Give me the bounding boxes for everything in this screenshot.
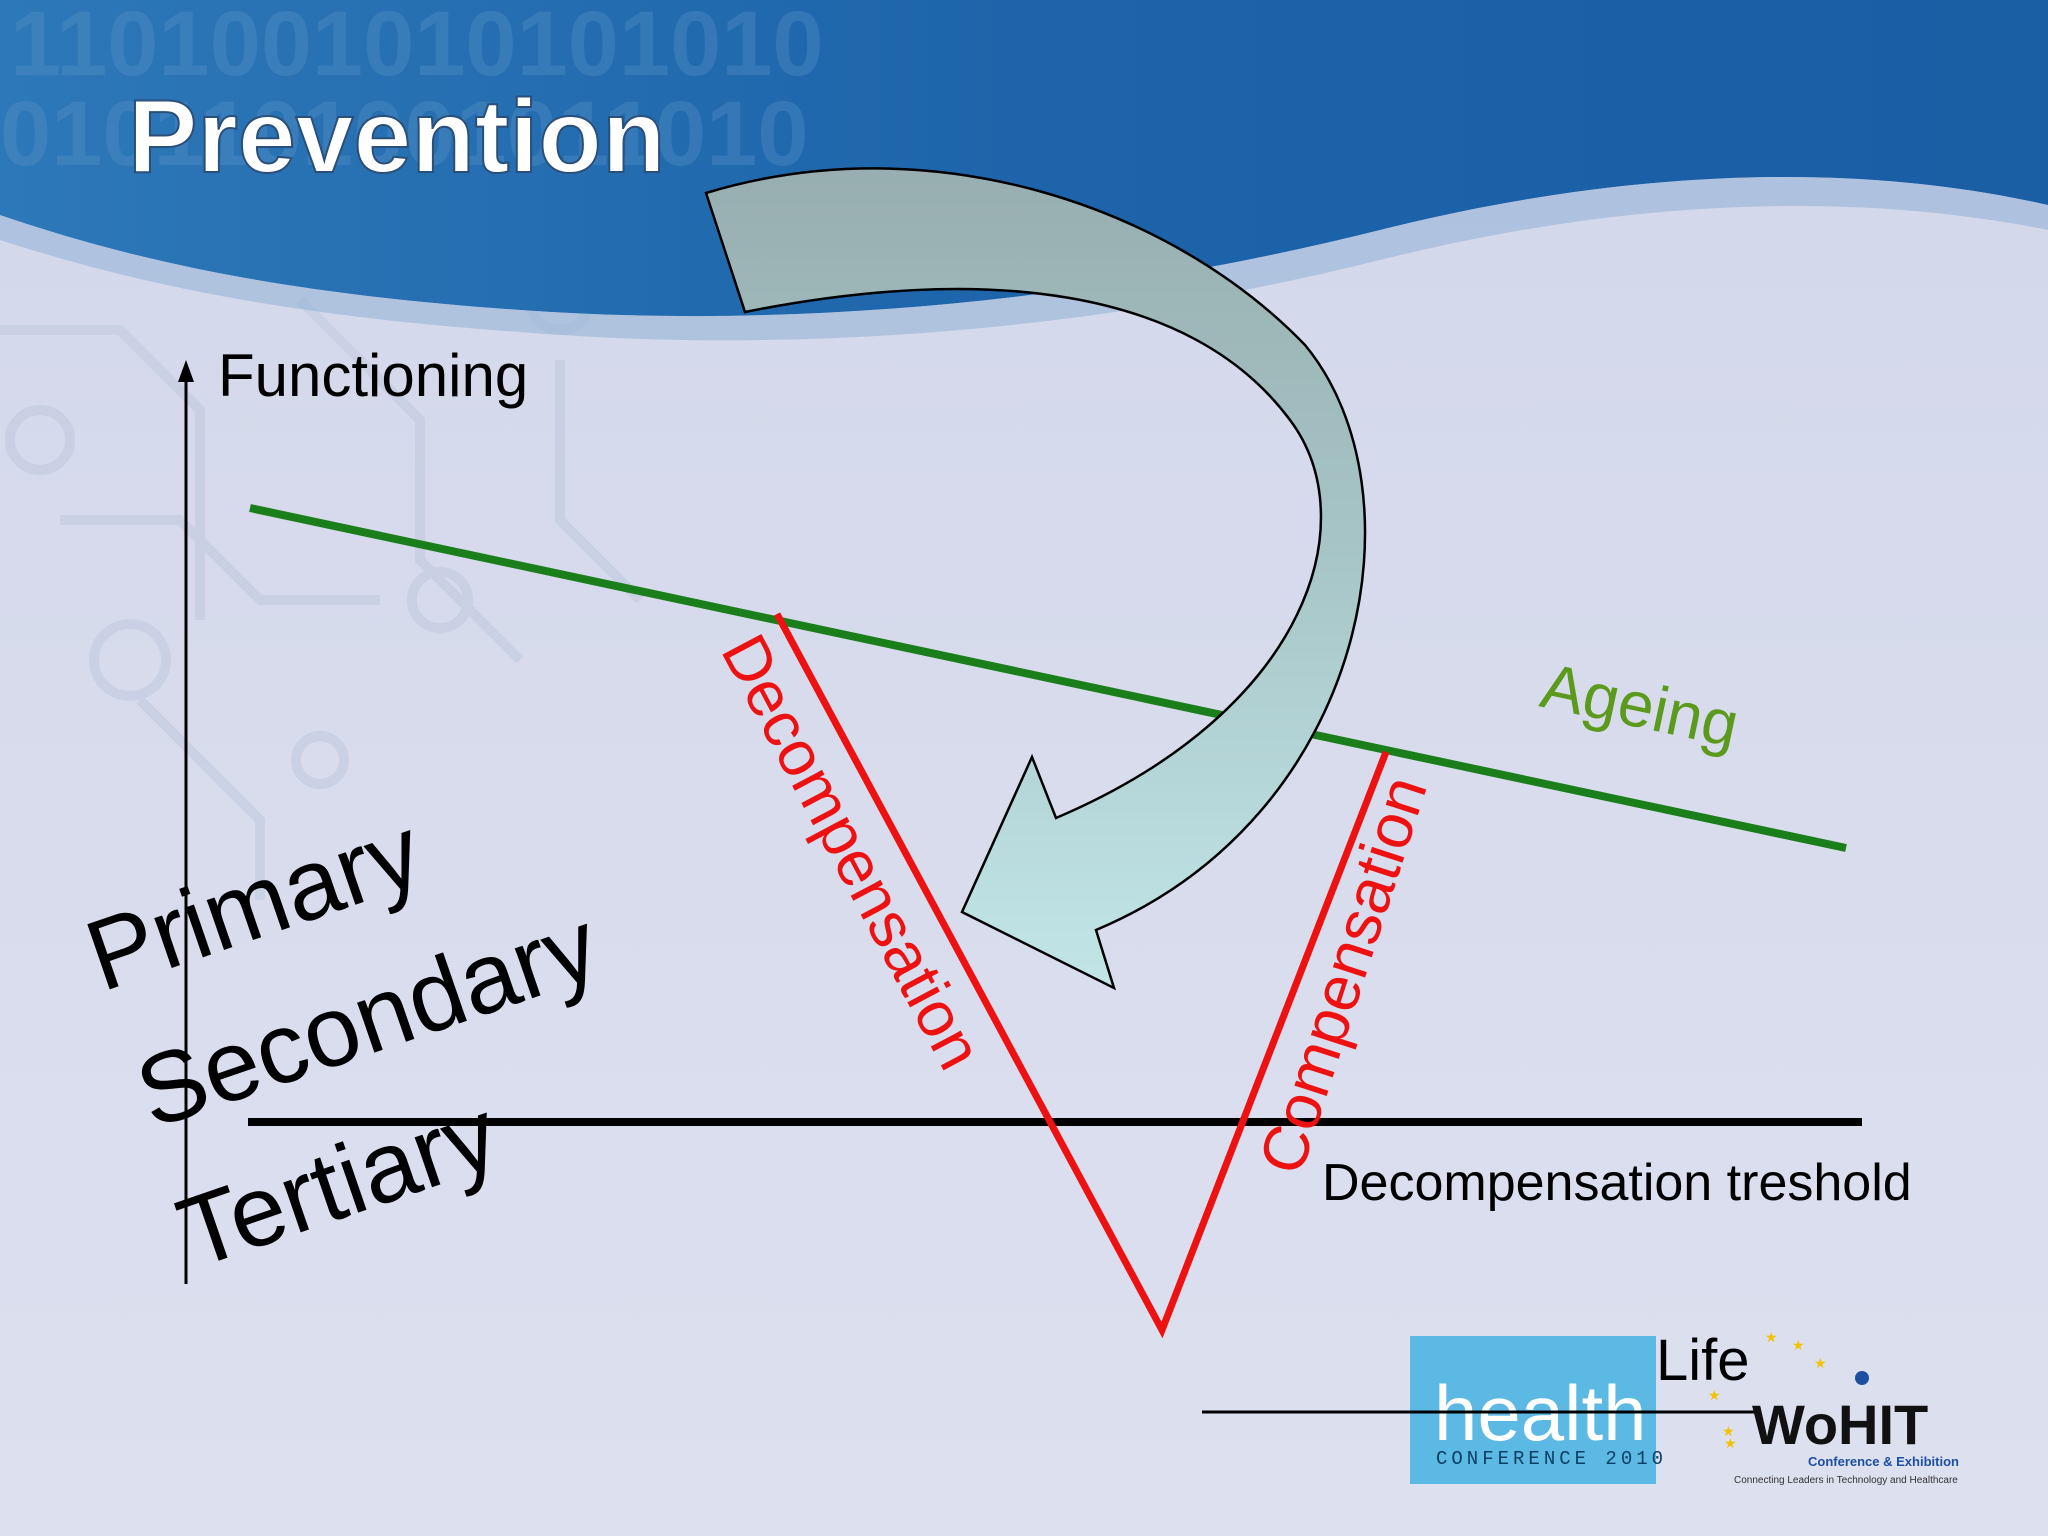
health-conference-text: CONFERENCE 2010: [1436, 1448, 1667, 1470]
svg-text:★: ★: [1792, 1338, 1805, 1354]
header-swoosh: [0, 177, 2048, 341]
header-band: [0, 0, 2048, 317]
svg-text:★: ★: [1722, 1424, 1735, 1440]
binary-decoration: 1101001010101010 0101101001011010: [0, 0, 824, 185]
wohit-logo-dot: [1855, 1371, 1869, 1385]
life-logo-text: Life: [1656, 1328, 1750, 1393]
svg-text:0101101001011010: 0101101001011010: [0, 83, 809, 185]
svg-text:★: ★: [1708, 1388, 1721, 1404]
wohit-tagline: Connecting Leaders in Technology and Hea…: [1734, 1475, 1958, 1486]
slide-title: Prevention: [128, 79, 665, 195]
svg-text:★: ★: [1765, 1330, 1778, 1346]
decompensation-compensation-curve: [773, 612, 1390, 1339]
health-conference-logo: [1410, 1336, 1656, 1484]
threshold-label: Decompensation treshold: [1322, 1154, 1912, 1212]
sponsor-logos: health CONFERENCE 2010 Life ★ ★ ★ ★ ★ ★ …: [1202, 1328, 1959, 1486]
svg-text:★: ★: [1724, 1436, 1737, 1452]
wohit-subtitle: Conference & Exhibition: [1808, 1454, 1959, 1469]
y-axis: [178, 360, 194, 1284]
svg-text:★: ★: [1814, 1356, 1827, 1372]
y-axis-label: Functioning: [218, 342, 528, 409]
prevention-arrow: [704, 167, 1367, 991]
wohit-logo-text: WoHIT: [1752, 1393, 1928, 1456]
svg-text:1101001010101010: 1101001010101010: [10, 0, 824, 95]
ageing-line: [249, 504, 1847, 852]
eu-stars: ★ ★ ★ ★ ★ ★: [1708, 1330, 1827, 1452]
